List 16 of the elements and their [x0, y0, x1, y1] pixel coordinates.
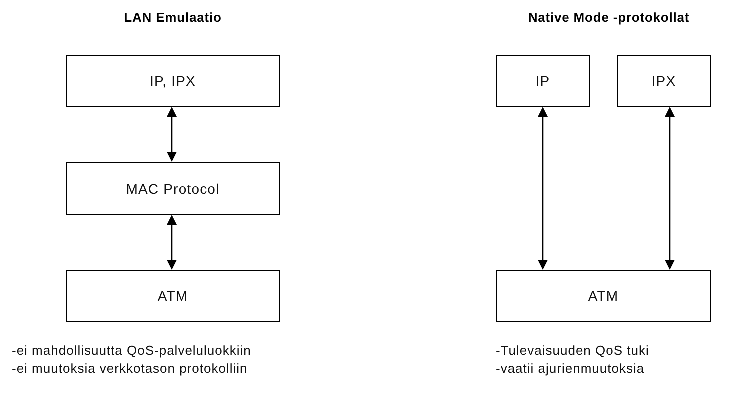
- protocol-box: ATM: [66, 270, 280, 322]
- note-text: -ei muutoksia verkkotason protokolliin: [12, 361, 248, 376]
- double-arrow: [665, 107, 675, 270]
- column-heading: LAN Emulaatio: [124, 10, 222, 25]
- note-text: -vaatii ajurienmuutoksia: [496, 361, 645, 376]
- protocol-box: IP: [496, 55, 590, 107]
- protocol-box: IP, IPX: [66, 55, 280, 107]
- note-text: -ei mahdollisuutta QoS-palveluluokkiin: [12, 343, 252, 358]
- protocol-box: IPX: [617, 55, 711, 107]
- double-arrow: [167, 107, 177, 162]
- note-text: -Tulevaisuuden QoS tuki: [496, 343, 650, 358]
- double-arrow: [167, 215, 177, 270]
- double-arrow: [538, 107, 548, 270]
- column-heading: Native Mode -protokollat: [528, 10, 690, 25]
- protocol-box: MAC Protocol: [66, 162, 280, 215]
- protocol-box: ATM: [496, 270, 711, 322]
